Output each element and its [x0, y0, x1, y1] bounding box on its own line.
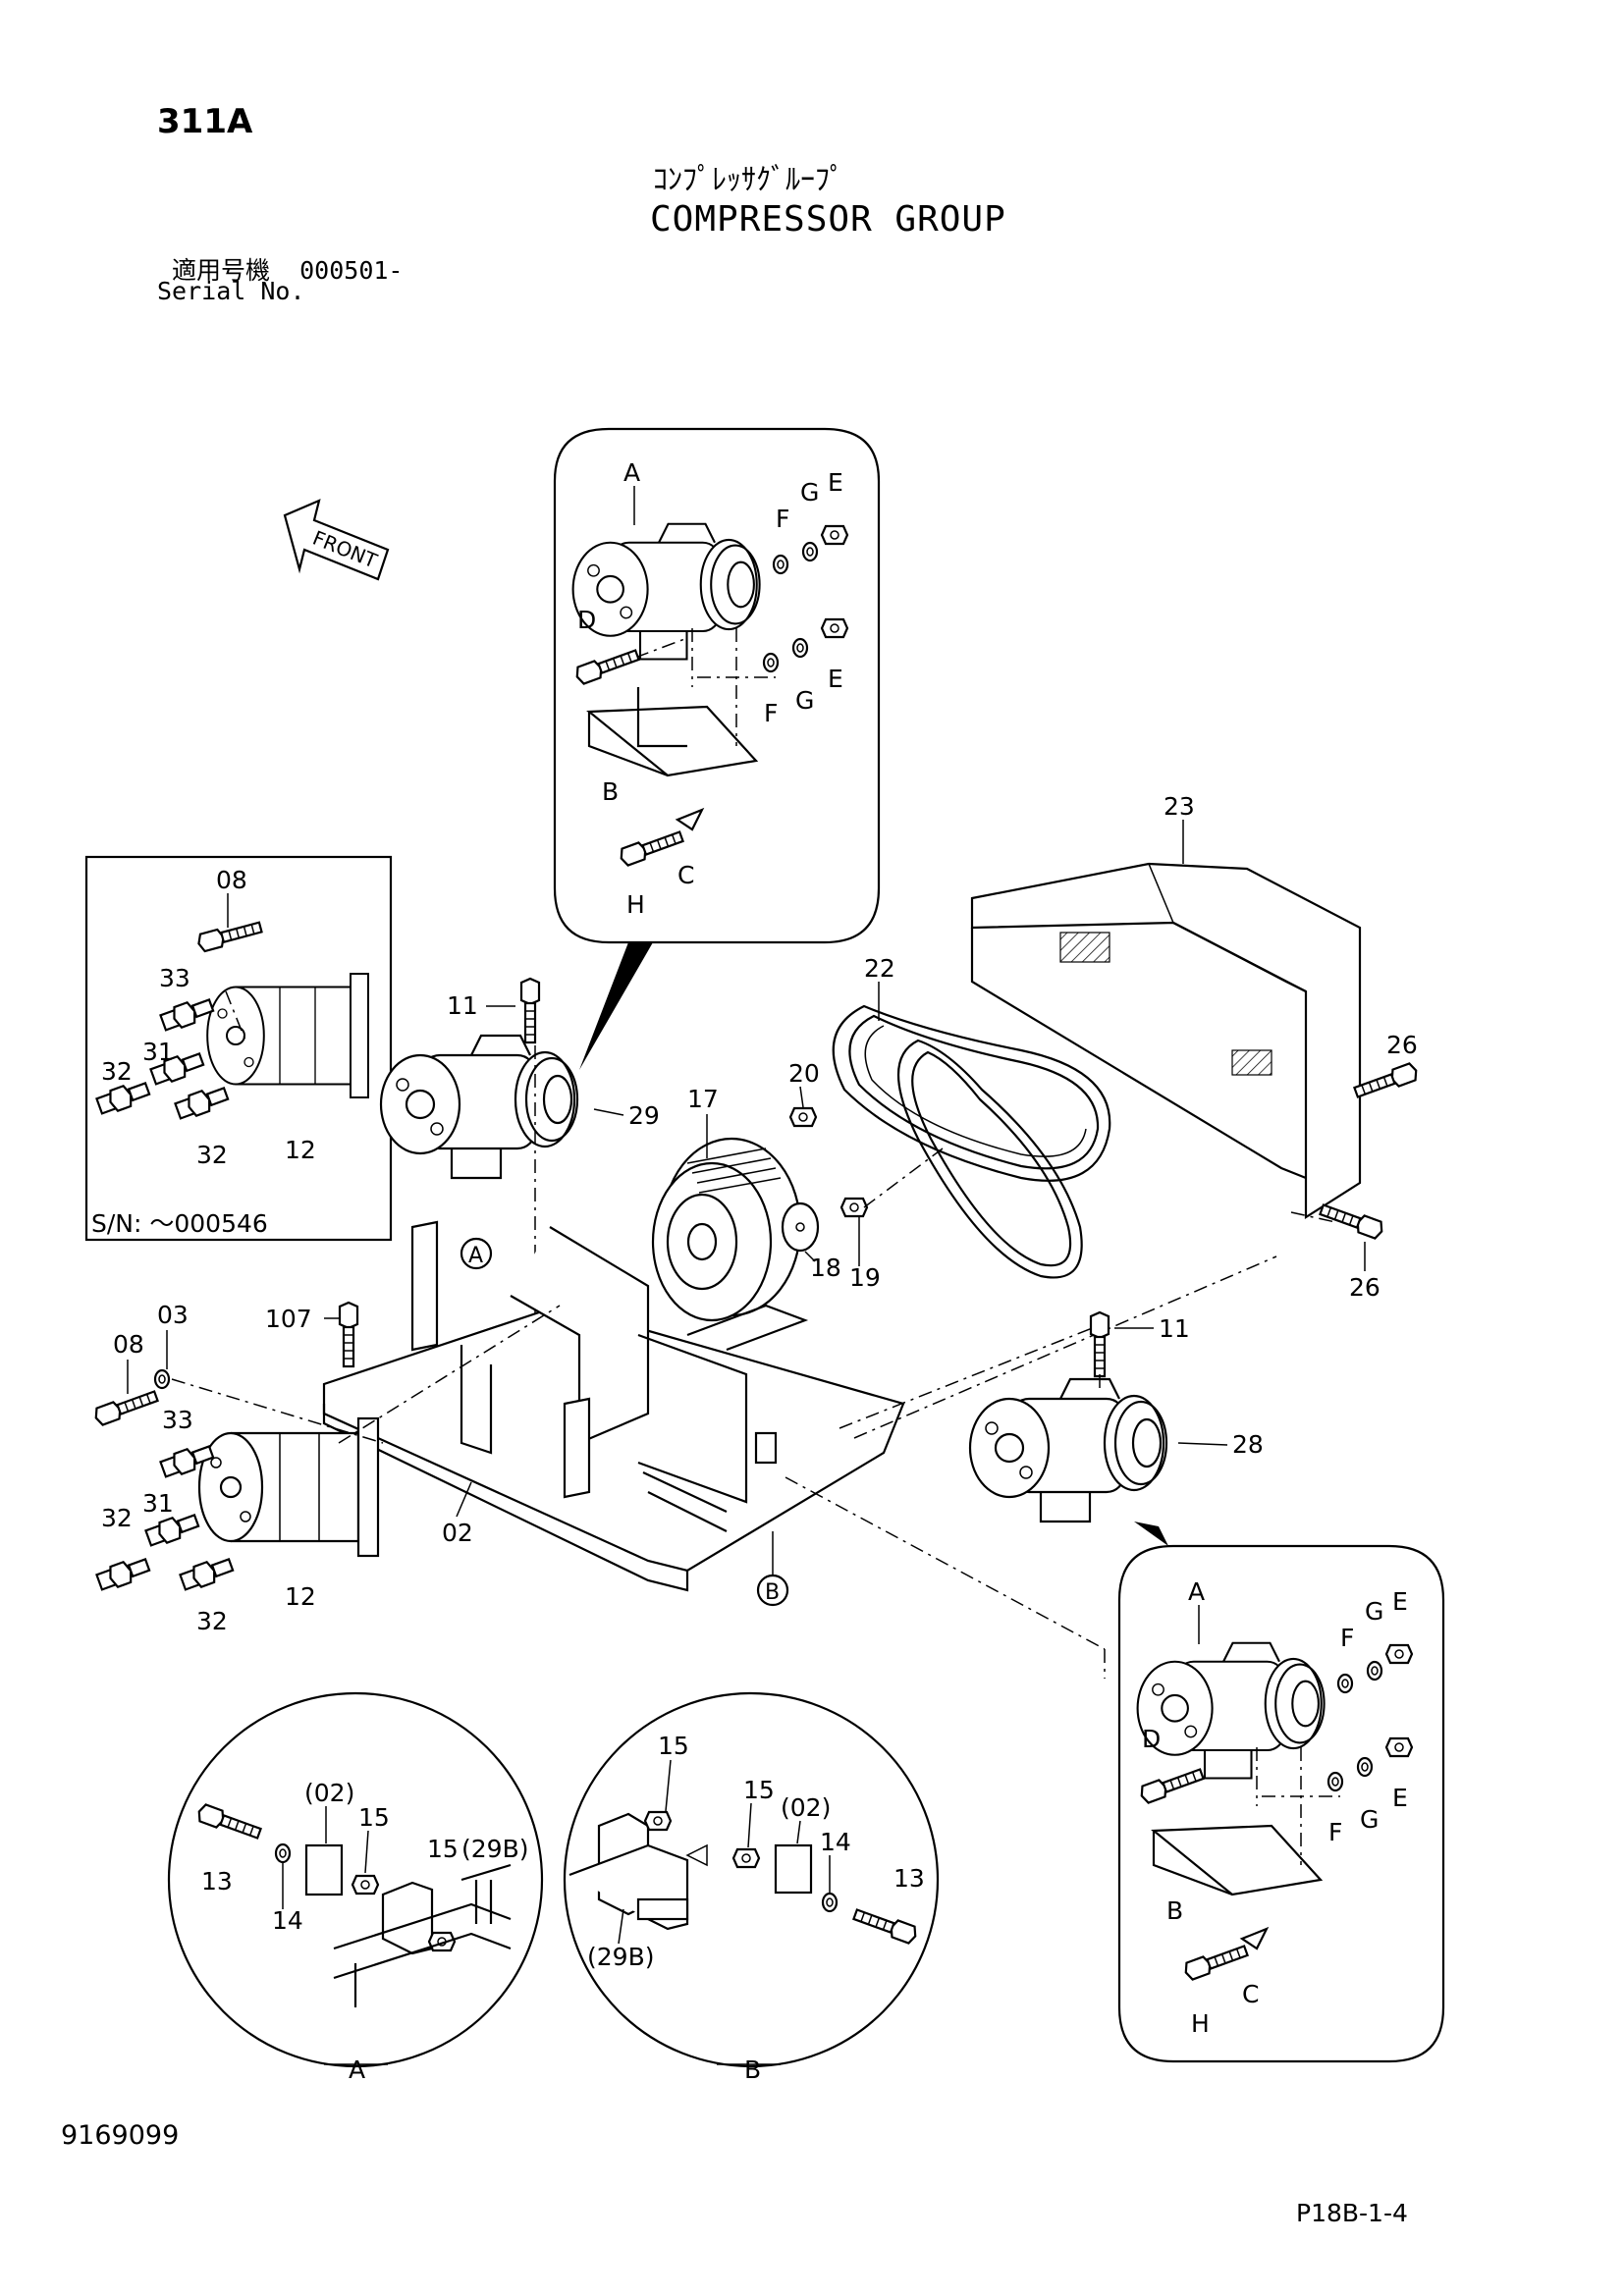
- svg-text:14: 14: [272, 1906, 303, 1935]
- inset-early-serial: S/N: ～000546 08 33 31 32 32 12: [84, 855, 393, 1242]
- svg-text:19: 19: [849, 1263, 881, 1292]
- svg-text:11: 11: [1159, 1314, 1190, 1343]
- serial-label-jp: 適用号機: [172, 256, 271, 285]
- svg-text:15: 15: [427, 1835, 459, 1863]
- detail-balloon-bottom: A F G E D F G E B C H: [1117, 1544, 1445, 2063]
- svg-text:20: 20: [788, 1059, 820, 1088]
- svg-text:(02): (02): [304, 1779, 354, 1807]
- page-title: COMPRESSOR GROUP: [650, 199, 1006, 240]
- svg-text:02: 02: [442, 1519, 473, 1547]
- svg-text:18: 18: [810, 1254, 841, 1282]
- svg-text:26: 26: [1349, 1273, 1380, 1302]
- svg-text:(29B): (29B): [461, 1835, 528, 1863]
- svg-text:08: 08: [113, 1330, 144, 1359]
- svg-text:D: D: [577, 606, 596, 634]
- pulley-assembly: 17 18 19 20: [651, 1059, 881, 1322]
- detail-balloon-top: A F G E D F G E B C H: [553, 427, 881, 1070]
- svg-text:15: 15: [358, 1803, 390, 1832]
- view-label-B: B: [744, 2056, 761, 2084]
- front-direction-arrow: FRONT: [283, 499, 390, 581]
- svg-text:F: F: [1340, 1624, 1354, 1652]
- document-number: 9169099: [61, 2120, 180, 2151]
- serial-label-en: Serial No.: [157, 277, 305, 305]
- svg-text:C: C: [1242, 1980, 1259, 2008]
- page-reference: P18B-1-4: [1296, 2199, 1408, 2227]
- svg-text:G: G: [1365, 1597, 1383, 1626]
- svg-text:B: B: [765, 1580, 780, 1605]
- svg-text:G: G: [1360, 1805, 1379, 1834]
- svg-text:F: F: [1328, 1818, 1342, 1846]
- part-23-belt-cover: 23 26 26: [970, 792, 1421, 1302]
- svg-text:31: 31: [142, 1489, 174, 1518]
- svg-text:H: H: [1191, 2009, 1210, 2038]
- page-code: 311A: [157, 102, 253, 141]
- svg-text:C: C: [677, 861, 694, 889]
- svg-text:E: E: [828, 665, 843, 693]
- svg-text:17: 17: [687, 1085, 719, 1113]
- svg-text:33: 33: [162, 1406, 193, 1434]
- view-label-A: A: [349, 2056, 365, 2084]
- svg-text:23: 23: [1164, 792, 1195, 821]
- svg-text:29: 29: [628, 1101, 660, 1130]
- svg-text:G: G: [800, 478, 819, 507]
- part-29-compressor: 11 29: [379, 977, 660, 1315]
- detail-view-A: 13 14 (02) 15 15 (29B) A: [167, 1691, 544, 2084]
- svg-text:22: 22: [864, 954, 895, 983]
- svg-text:F: F: [776, 505, 789, 533]
- svg-text:F: F: [764, 699, 778, 727]
- svg-text:12: 12: [285, 1582, 316, 1611]
- svg-text:G: G: [795, 686, 814, 715]
- svg-text:107: 107: [265, 1305, 312, 1333]
- svg-text:14: 14: [820, 1828, 851, 1856]
- svg-text:15: 15: [743, 1776, 775, 1804]
- detail-view-B: 15 15 (02) 14 13 (29B) B: [563, 1691, 940, 2084]
- svg-text:(29B): (29B): [587, 1943, 654, 1971]
- part-02-base-frame: 02 A B 107: [265, 1220, 1277, 1679]
- svg-text:31: 31: [142, 1038, 174, 1066]
- svg-text:32: 32: [196, 1141, 228, 1169]
- svg-text:26: 26: [1386, 1031, 1418, 1059]
- svg-text:E: E: [1392, 1587, 1408, 1616]
- svg-text:(02): (02): [781, 1793, 831, 1822]
- svg-text:03: 03: [157, 1301, 189, 1329]
- svg-text:32: 32: [101, 1057, 133, 1086]
- callout-A: A: [623, 458, 640, 487]
- svg-text:H: H: [626, 890, 645, 919]
- svg-text:A: A: [468, 1244, 483, 1268]
- svg-text:B: B: [602, 777, 619, 806]
- serial-value: 000501-: [299, 256, 404, 285]
- svg-text:E: E: [1392, 1784, 1408, 1812]
- title-japanese: ｺﾝﾌﾟﾚｯｻｸﾞﾙｰﾌﾟ: [653, 163, 844, 197]
- part-28-compressor: 11 28: [968, 1310, 1264, 1546]
- svg-text:B: B: [1166, 1896, 1183, 1925]
- svg-text:A: A: [1188, 1577, 1205, 1606]
- part-12-hydraulic-motor: 03 08 33 31 32 32 12: [91, 1301, 561, 1635]
- svg-text:11: 11: [447, 991, 478, 1020]
- svg-text:13: 13: [201, 1867, 233, 1896]
- svg-text:32: 32: [196, 1607, 228, 1635]
- svg-text:32: 32: [101, 1504, 133, 1532]
- svg-text:28: 28: [1232, 1430, 1264, 1459]
- inset-serial-label: S/N: ～000546: [91, 1209, 268, 1238]
- svg-text:33: 33: [159, 964, 190, 992]
- svg-text:12: 12: [285, 1136, 316, 1164]
- svg-text:08: 08: [216, 866, 247, 894]
- svg-text:E: E: [828, 468, 843, 497]
- svg-text:13: 13: [893, 1864, 925, 1893]
- svg-text:D: D: [1142, 1725, 1161, 1753]
- serial-line: 適用号機 000501-: [172, 251, 403, 287]
- svg-text:15: 15: [658, 1732, 689, 1760]
- part-22-belts: 22: [832, 954, 1111, 1279]
